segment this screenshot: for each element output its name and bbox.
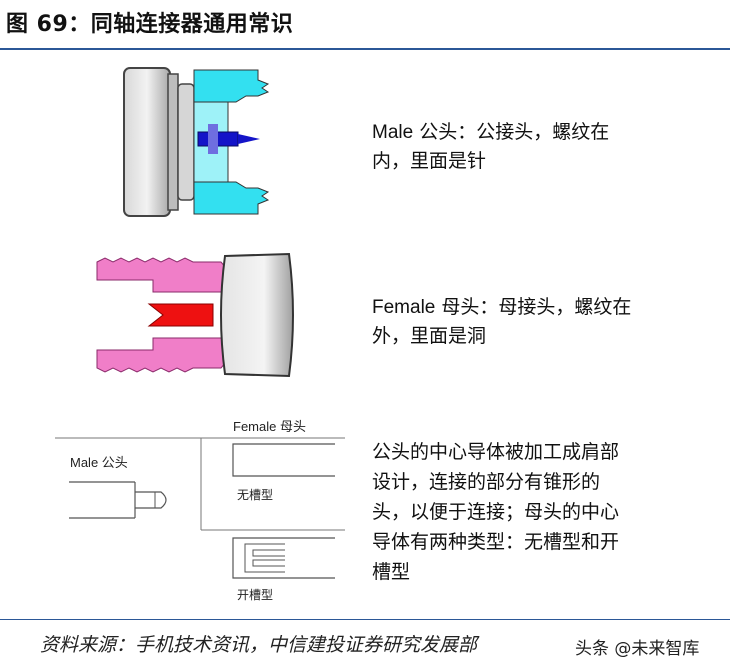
- header-rule: [0, 48, 730, 50]
- watermark: 头条 @未来智库: [575, 634, 700, 659]
- male-text-line2: 内，里面是针: [372, 150, 487, 172]
- explanation-line: 设计，连接的部分有锥形的: [372, 471, 601, 493]
- male-label: Male: [372, 122, 414, 143]
- male-text-line1: 公头：公接头，螺纹在: [413, 121, 610, 143]
- schematic-male-label: Male 公头: [70, 455, 128, 470]
- male-connector-illustration: [123, 67, 270, 217]
- explanation-line: 头，以便于连接；母头的中心: [372, 501, 620, 523]
- male-description: Male 公头：公接头，螺纹在 内，里面是针: [372, 118, 609, 176]
- female-description: Female 母头：母接头，螺纹在 外，里面是洞: [372, 293, 631, 351]
- female-text-line1: 母头：母接头，螺纹在: [435, 296, 632, 318]
- female-text-line2: 外，里面是洞: [372, 325, 487, 347]
- schematic-female-label: Female 母头: [233, 419, 306, 434]
- source-note: 资料来源：手机技术资讯，中信建投证券研究发展部: [40, 634, 478, 656]
- footer-rule: [0, 619, 730, 620]
- explanation-line: 导体有两种类型：无槽型和开: [372, 531, 620, 553]
- female-connector-illustration: [96, 252, 294, 378]
- open-groove-label: 开槽型: [237, 588, 274, 602]
- no-groove-label: 无槽型: [237, 488, 274, 502]
- explanation-line: 槽型: [372, 561, 411, 583]
- explanation-text: 公头的中心导体被加工成肩部 设计，连接的部分有锥形的 头，以便于连接；母头的中心…: [372, 437, 619, 587]
- figure-title: 图 69：同轴连接器通用常识: [6, 12, 294, 37]
- explanation-line: 公头的中心导体被加工成肩部: [372, 441, 620, 463]
- center-conductor-schematic: [55, 437, 345, 579]
- female-label: Female: [372, 297, 436, 318]
